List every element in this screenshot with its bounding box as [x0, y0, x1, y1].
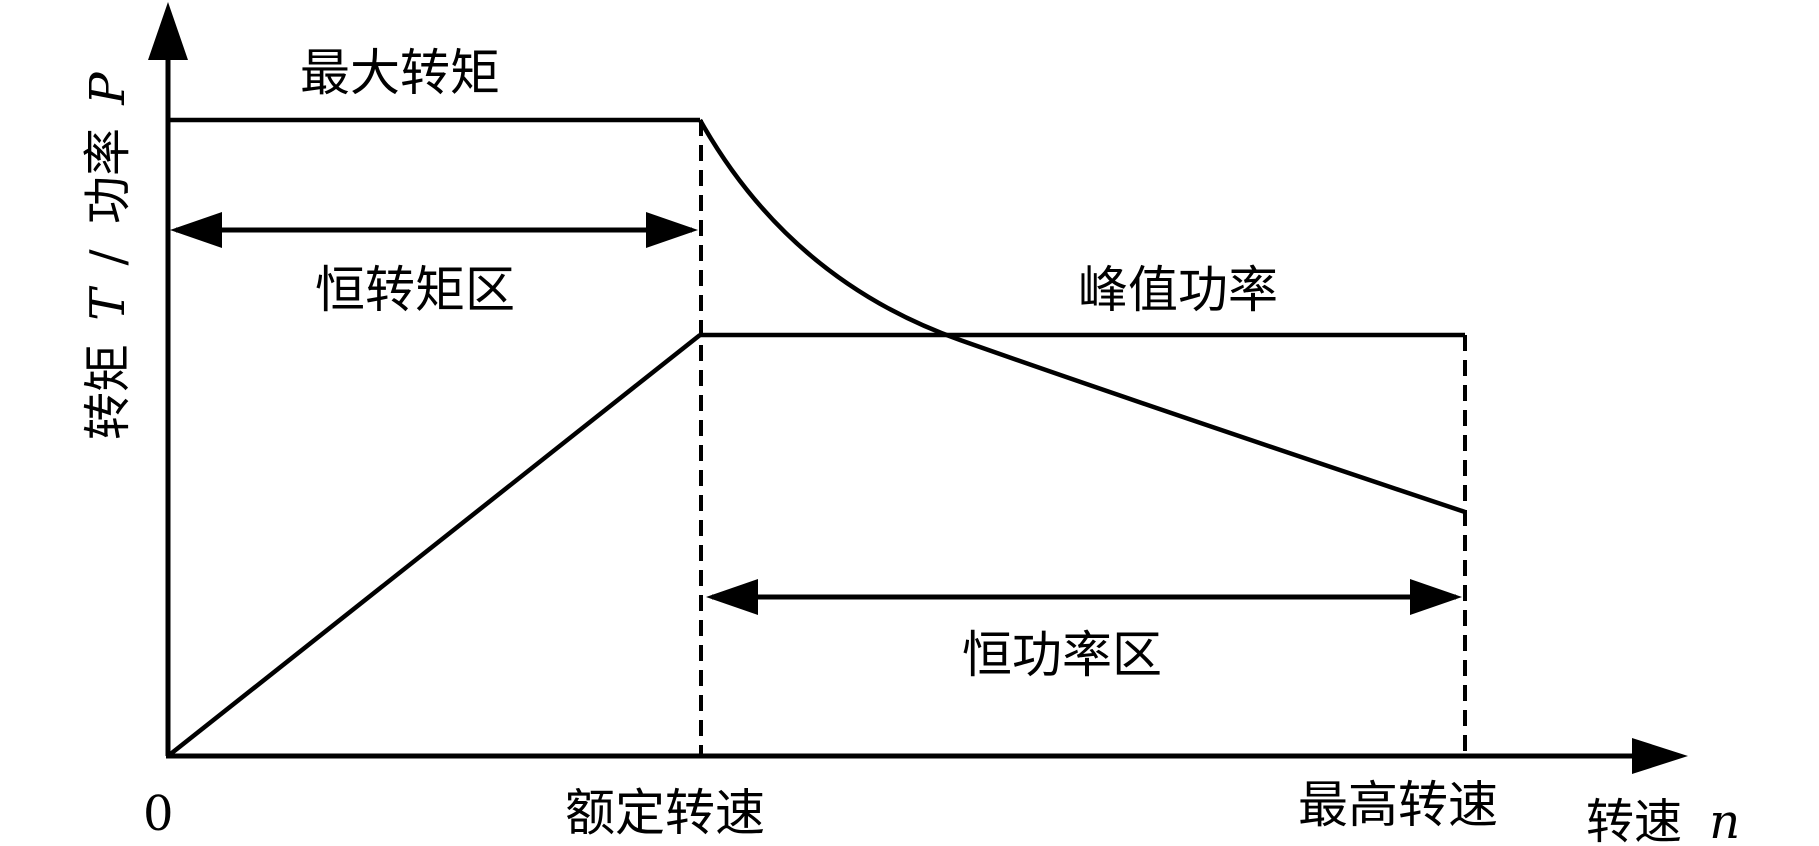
constant-torque-region-label: 恒转矩区 — [315, 261, 515, 319]
constant-power-region-label: 恒功率区 — [962, 626, 1162, 684]
constant-power-arrow-right-icon — [1410, 579, 1462, 615]
max-speed-label: 最高转速 — [1298, 776, 1498, 834]
constant-power-arrow-left-icon — [706, 579, 758, 615]
y-axis-label-text: 转矩 — [80, 344, 136, 440]
peak-power-label: 峰值功率 — [1078, 261, 1278, 319]
y-axis-label-power: 功率 — [80, 128, 136, 224]
x-axis-label: 转速 n — [1586, 794, 1740, 846]
x-axis-label-text: 转速 — [1586, 794, 1682, 846]
x-axis-variable: n — [1709, 794, 1740, 846]
constant-torque-arrow-right-icon — [646, 212, 698, 248]
origin-label: 0 — [143, 786, 174, 842]
y-axis-label: 转矩 T / 功率 P — [80, 72, 136, 440]
max-torque-label: 最大转矩 — [300, 44, 500, 102]
rated-speed-label: 额定转速 — [565, 784, 765, 842]
y-axis-arrow-icon — [148, 2, 188, 60]
y-axis-variable-torque: T — [80, 286, 136, 321]
power-rise-line — [166, 333, 702, 758]
y-axis-label-separator: / — [80, 248, 136, 265]
x-axis-arrow-icon — [1632, 738, 1688, 774]
constant-torque-arrow-left-icon — [170, 212, 222, 248]
y-axis-variable-power: P — [80, 72, 136, 106]
torque-decline-curve — [698, 118, 1466, 515]
